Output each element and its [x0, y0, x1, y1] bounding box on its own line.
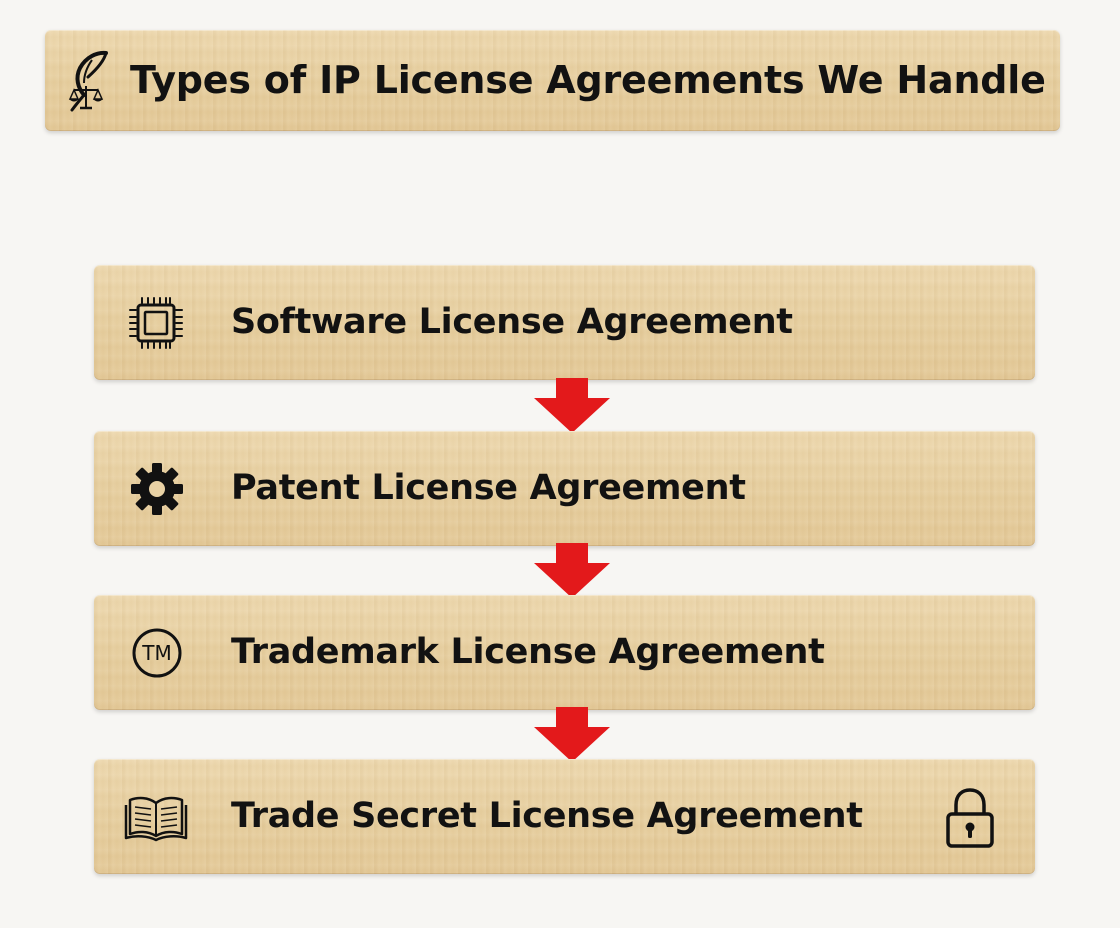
- step-label: Software License Agreement: [231, 302, 793, 342]
- down-arrow: [534, 378, 610, 433]
- down-arrow: [534, 707, 610, 762]
- page-title: Types of IP License Agreements We Handle: [130, 58, 1046, 102]
- step-trade-secret-license: Trade Secret License Agreement: [94, 759, 1035, 874]
- trademark-icon: TM: [132, 628, 182, 678]
- step-patent-license: Patent License Agreement: [94, 431, 1035, 546]
- step-label: Patent License Agreement: [231, 468, 746, 508]
- step-software-license: Software License Agreement: [94, 265, 1035, 380]
- gear-icon: [131, 463, 183, 515]
- justice-pen-icon: [68, 50, 108, 112]
- padlock-icon: [946, 788, 994, 848]
- step-label: Trade Secret License Agreement: [231, 796, 863, 836]
- down-arrow: [534, 543, 610, 598]
- step-trademark-license: TM Trademark License Agreement: [94, 595, 1035, 710]
- step-label: Trademark License Agreement: [231, 632, 825, 672]
- microchip-icon: [129, 297, 183, 349]
- trademark-symbol-text: TM: [141, 641, 171, 665]
- open-book-icon: [124, 796, 188, 842]
- title-banner: [45, 30, 1060, 131]
